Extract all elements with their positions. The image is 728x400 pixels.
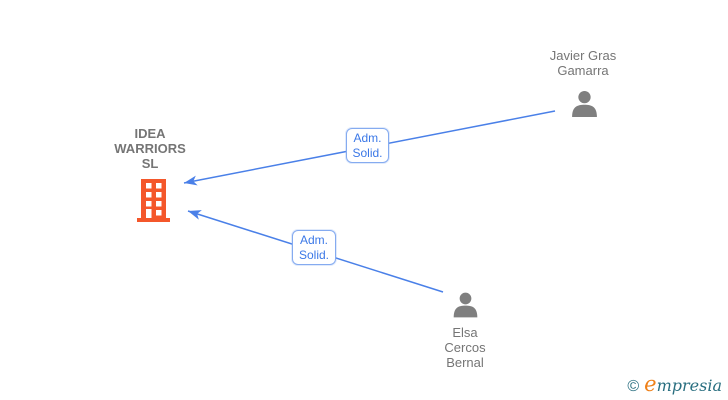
edge-label-line1: Adm.	[299, 233, 328, 247]
copyright-icon: ©	[627, 378, 640, 395]
company-name-label: IDEA WARRIORS SL	[114, 126, 186, 171]
brand-rest: mpresia	[656, 376, 722, 395]
building-icon	[137, 179, 170, 222]
person-name-label: Javier Gras Gamarra	[549, 48, 617, 78]
edge-label-line2: Solid.	[352, 146, 383, 160]
edge-label-line1: Adm.	[353, 131, 382, 145]
person-icon	[572, 91, 597, 117]
edge-label-line2: Solid.	[298, 248, 330, 262]
person-icon	[453, 292, 478, 318]
edge-label-adm-solid-2[interactable]: Adm. Solid.	[292, 230, 336, 265]
person-name-label: Elsa Cercos Bernal	[444, 325, 486, 370]
brand-first-letter: e	[644, 372, 657, 396]
edge-label-adm-solid-1[interactable]: Adm. Solid.	[346, 128, 389, 163]
empresia-logo[interactable]: © e mpresia	[627, 374, 722, 396]
